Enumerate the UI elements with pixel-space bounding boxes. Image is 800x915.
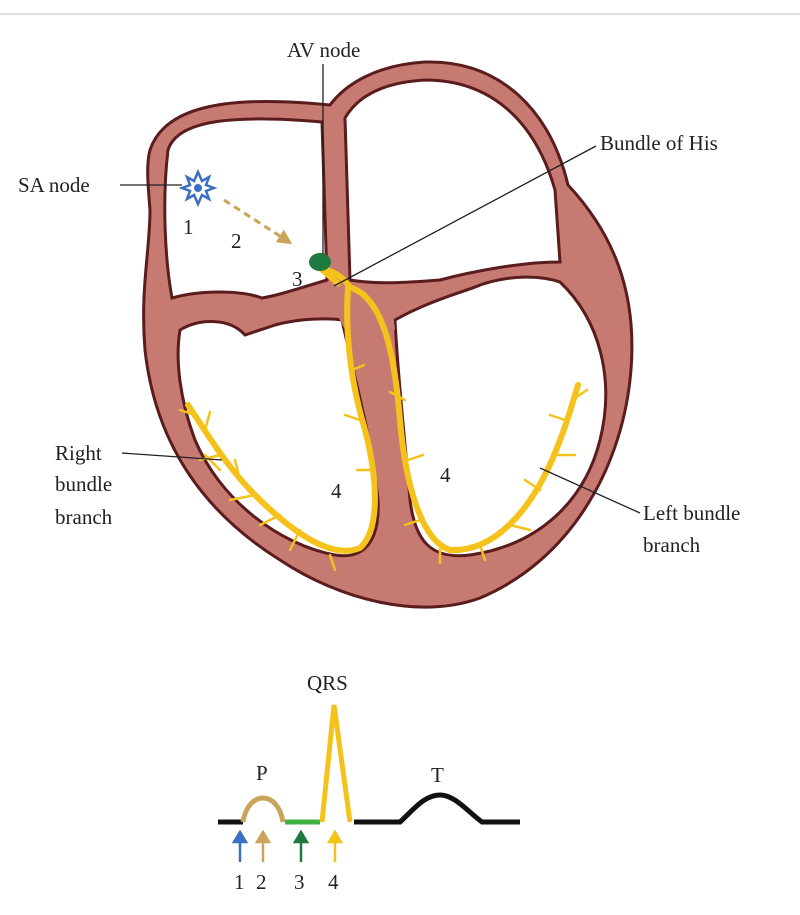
arrow-up-icon	[292, 829, 310, 862]
ecg-p-wave	[240, 795, 286, 823]
top-divider	[0, 13, 800, 15]
ecg-arrows	[231, 829, 344, 862]
left-bundle-branch-path	[349, 285, 581, 554]
ecg-arrow-label-4: 4	[328, 870, 339, 894]
ecg-arrow-label-1: 1	[234, 870, 245, 894]
right-bundle-branch-path	[185, 285, 378, 554]
ecg-arrow-label-2: 2	[256, 870, 267, 894]
label-step-4-right: 4	[331, 479, 342, 503]
ecg-label-p: P	[256, 761, 268, 785]
ecg-label-t: T	[431, 763, 444, 787]
arrow-up-icon	[231, 829, 249, 862]
av-node	[309, 253, 331, 271]
av-to-his-connector	[318, 265, 342, 288]
label-bundle-of-his: Bundle of His	[600, 131, 718, 155]
label-step-2: 2	[231, 229, 242, 253]
ecg-t-wave	[354, 792, 520, 825]
ecg-arrow-label-3: 3	[294, 870, 305, 894]
label-left-bundle-branch-1: Left bundle	[643, 501, 740, 525]
sa-node	[178, 168, 218, 208]
label-right-bundle-branch-3: branch	[55, 505, 113, 529]
label-step-1: 1	[183, 215, 194, 239]
conduction-system	[178, 265, 589, 572]
left-atrium	[343, 78, 562, 285]
label-step-4-left: 4	[440, 463, 451, 487]
arrow-up-icon	[326, 829, 344, 862]
right-atrium	[163, 117, 329, 300]
label-av-node: AV node	[287, 38, 360, 62]
label-left-bundle-branch-2: branch	[643, 533, 701, 557]
purkinje-fibers	[178, 363, 589, 572]
label-right-bundle-branch-1: Right	[55, 441, 102, 465]
ecg-qrs-complex	[319, 704, 353, 823]
leader-lines	[120, 64, 641, 514]
label-sa-node: SA node	[18, 173, 90, 197]
label-right-bundle-branch-2: bundle	[55, 472, 112, 496]
label-step-3: 3	[292, 267, 303, 291]
ecg-label-qrs: QRS	[307, 671, 348, 695]
sa-to-av-arrow	[223, 198, 293, 245]
arrow-up-icon	[254, 829, 272, 862]
ecg-trace	[218, 704, 520, 825]
right-ventricle	[176, 317, 380, 558]
